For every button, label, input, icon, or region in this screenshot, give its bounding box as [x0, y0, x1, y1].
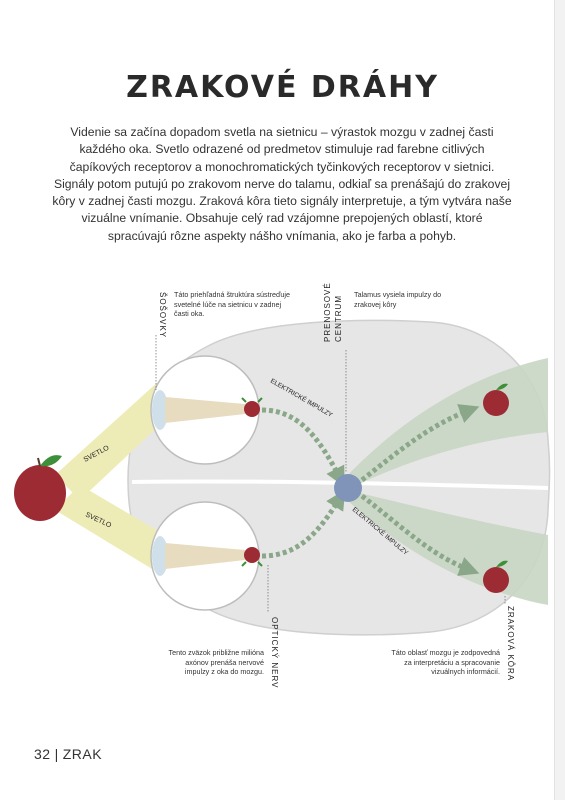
object-apple-icon [14, 455, 66, 521]
intro-paragraph: Videnie sa začína dopadom svetla na siet… [52, 125, 512, 243]
visual-cortex-description: Táto oblasť mozgu je zodpovedná za inter… [391, 648, 500, 677]
lens-description: Táto priehľadná štruktúra sústreďuje sve… [174, 290, 290, 319]
relay-center-label-line1: PRENOSOVÉ [323, 282, 332, 342]
page-footer: 32|ZRAK [34, 746, 102, 762]
lens-bottom [152, 536, 168, 576]
optic-nerve-description: Tento zväzok približne milióna axónov pr… [168, 648, 264, 677]
retina-apple-top-icon [241, 397, 263, 417]
page-number: 32 [34, 746, 51, 762]
footer-separator: | [54, 746, 59, 762]
eye-light-top [165, 397, 245, 423]
eye-light-bottom [165, 543, 245, 569]
light-beam-bottom [55, 485, 165, 575]
page-title: ZRAKOVÉ DRÁHY [126, 70, 439, 105]
retina-apple-bottom-icon [241, 547, 263, 567]
cortex-apple-top-icon [483, 383, 509, 416]
relay-center-description: Talamus vysiela impulzy do zrakovej kôry [354, 290, 442, 309]
thalamus-relay-center [334, 474, 362, 502]
lens-vertical-label: ŠOŠOVKY [158, 292, 167, 338]
lens-top [152, 390, 168, 430]
relay-center-label-line2: CENTRUM [334, 295, 343, 342]
page-edge [554, 0, 565, 800]
cortex-path-bottom [360, 494, 480, 576]
cortex-apple-bottom-icon [483, 560, 509, 593]
cortex-path-top [360, 404, 480, 482]
light-beam-top [55, 380, 165, 500]
visual-cortex-vertical-label: ZRAKOVÁ KÔRA [506, 606, 515, 681]
section-name: ZRAK [62, 746, 103, 762]
optic-nerve-bottom [261, 489, 346, 559]
optic-nerve-top [261, 407, 345, 487]
optic-nerve-vertical-label: OPTICKÝ NERV [270, 617, 279, 688]
